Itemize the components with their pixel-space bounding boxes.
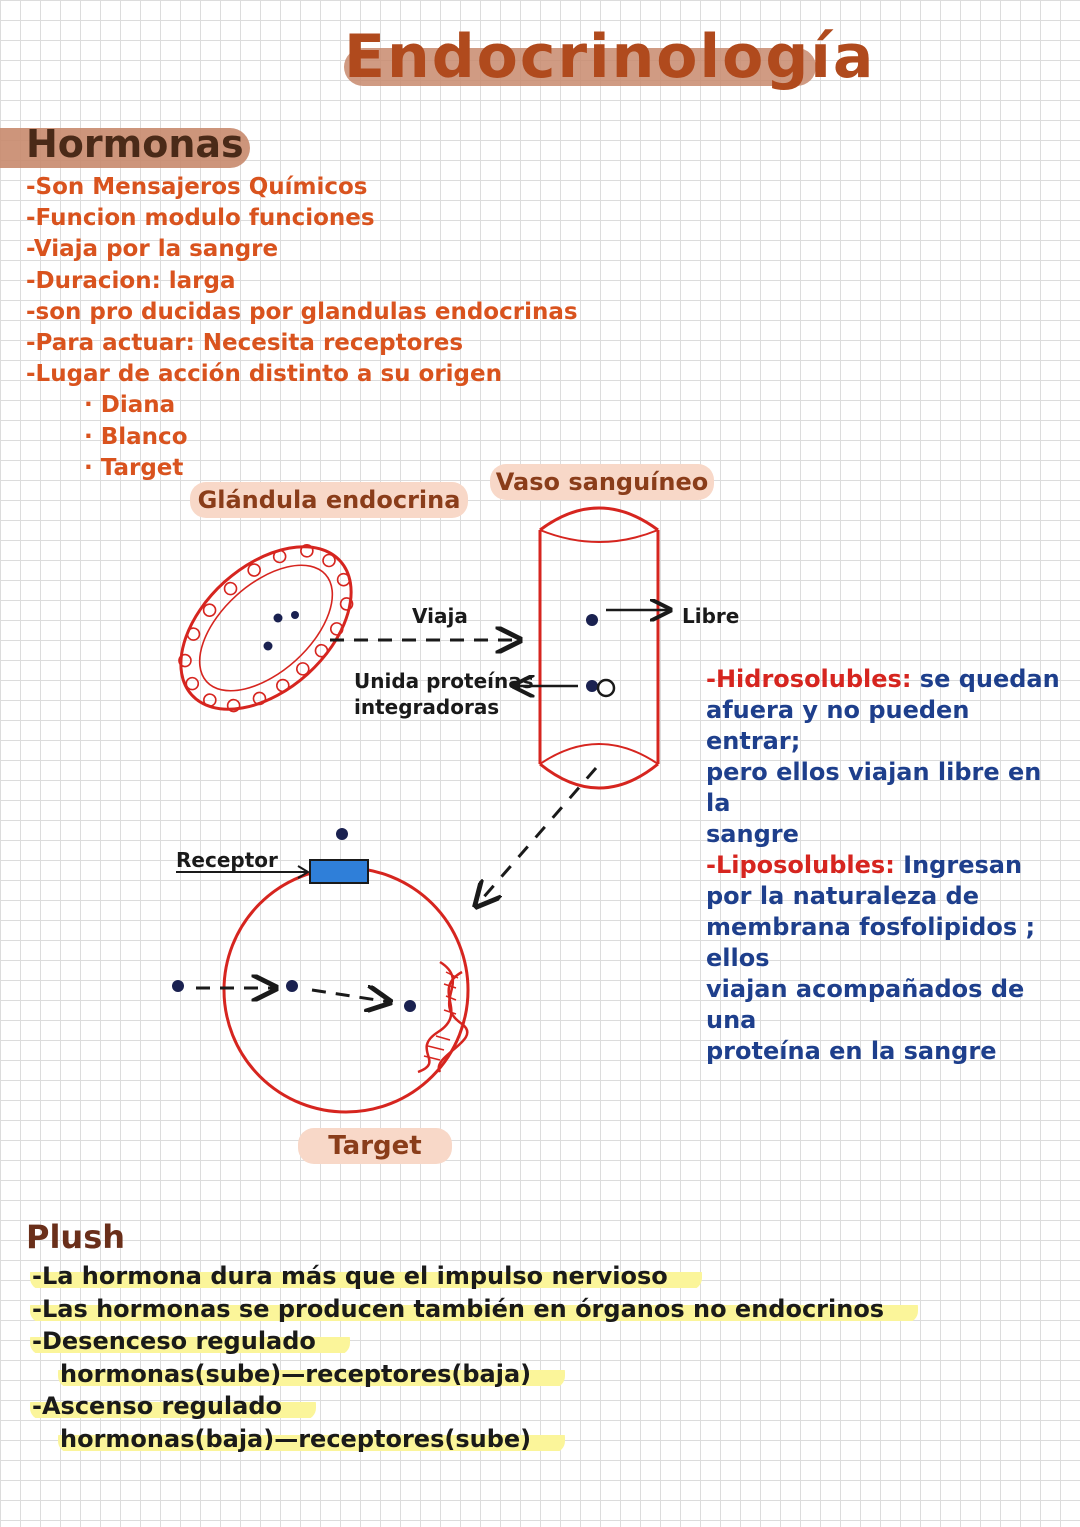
carrier-protein [596, 678, 616, 698]
hormone-dot [286, 980, 298, 992]
note-line: afuera y no pueden entrar; [706, 696, 970, 755]
dna-icon [417, 960, 469, 1074]
solubility-notes: -Hidrosolubles: se quedan afuera y no pu… [706, 664, 1066, 1067]
receptor-icon [309, 859, 369, 884]
list-item: -Viaja por la sangre [26, 236, 279, 263]
bound-label-line: Unida proteínas [354, 669, 534, 693]
note-line: por la naturaleza de [706, 882, 979, 910]
hormone-dot [273, 613, 283, 623]
hormone-dot [263, 641, 273, 651]
delivery-arrow [476, 767, 598, 906]
plush-item: -Ascenso regulado [30, 1390, 918, 1423]
plush-list: -La hormona dura más que el impulso nerv… [30, 1260, 919, 1456]
plush-item-text: hormonas(sube)—receptores(baja) [58, 1359, 566, 1388]
free-label: Libre [682, 604, 740, 628]
section-highlight [0, 128, 250, 168]
plush-item-text: -Ascenso regulado [30, 1392, 317, 1421]
plush-heading: Plush [26, 1218, 126, 1256]
hormone-properties-list: -Son Mensajeros Químicos -Funcion modulo… [26, 172, 578, 484]
target-label: Target [298, 1128, 452, 1164]
section-heading: Hormonas [26, 122, 244, 166]
note-line: membrana fosfolipidos ; ellos [706, 913, 1036, 972]
bound-hormone-dot [586, 680, 598, 692]
page-title: Endocrinología [344, 22, 876, 92]
hormone-dot [291, 611, 299, 619]
note-line: proteína en la sangre [706, 1037, 997, 1065]
title-block: Endocrinología [344, 22, 876, 102]
hydro-line: -Hidrosolubles: se quedan [706, 664, 1066, 695]
list-item: -Son Mensajeros Químicos [26, 174, 368, 200]
sub-list-item: · Diana [84, 392, 176, 419]
plush-item: hormonas(baja)—receptores(sube) [30, 1423, 918, 1456]
receptor-label: Receptor [176, 848, 278, 872]
nucleus-arrow [311, 990, 390, 1002]
list-item: -Lugar de acción distinto a su origen [26, 361, 502, 388]
plush-item: -Desenceso regulado [30, 1325, 918, 1358]
blood-vessel [538, 506, 660, 790]
note-line: viajan acompañados de una [706, 975, 1025, 1034]
plush-item: -Las hormonas se producen también en órg… [30, 1293, 919, 1326]
hormone-dot [172, 980, 184, 992]
plush-item: hormonas(sube)—receptores(baja) [30, 1358, 918, 1391]
target-cell [222, 866, 470, 1114]
lipo-term: -Liposolubles: [706, 851, 895, 879]
sub-list-item: · Blanco [84, 423, 188, 450]
travel-label: Viaja [412, 604, 468, 628]
list-item: -Funcion modulo funciones [26, 205, 375, 232]
free-hormone-dot [586, 614, 598, 626]
note-line: pero ellos viajan libre en la [706, 758, 1042, 817]
plush-item-text: hormonas(baja)—receptores(sube) [58, 1424, 566, 1453]
lipo-line: -Liposolubles: Ingresan [706, 850, 1066, 881]
sub-list-item: · Target [84, 454, 184, 481]
list-item: -Duracion: larga [26, 267, 236, 294]
bound-label: Unida proteínas integradoras [354, 668, 534, 720]
hormone-dot [404, 1000, 416, 1012]
title-highlight [344, 48, 816, 86]
vessel-label: Vaso sanguíneo [490, 464, 714, 500]
plush-item: -La hormona dura más que el impulso nerv… [30, 1260, 918, 1293]
plush-item-text: -La hormona dura más que el impulso nerv… [30, 1262, 702, 1290]
list-item: -Para actuar: Necesita receptores [26, 330, 464, 357]
hydro-term: -Hidrosolubles: [706, 665, 912, 693]
plush-item-text: -Desenceso regulado [30, 1327, 350, 1356]
lipo-text: Ingresan [894, 851, 1023, 879]
gland-label: Glándula endocrina [190, 482, 468, 518]
note-line: sangre [706, 820, 799, 848]
plush-item-text: -Las hormonas se producen también en órg… [30, 1294, 919, 1323]
list-item: -son pro ducidas por glandulas endocrina… [26, 298, 578, 325]
bound-label-line: integradoras [354, 695, 500, 719]
hormone-dot [336, 828, 348, 840]
hydro-text: se quedan [911, 665, 1060, 693]
endocrine-gland [178, 544, 354, 713]
